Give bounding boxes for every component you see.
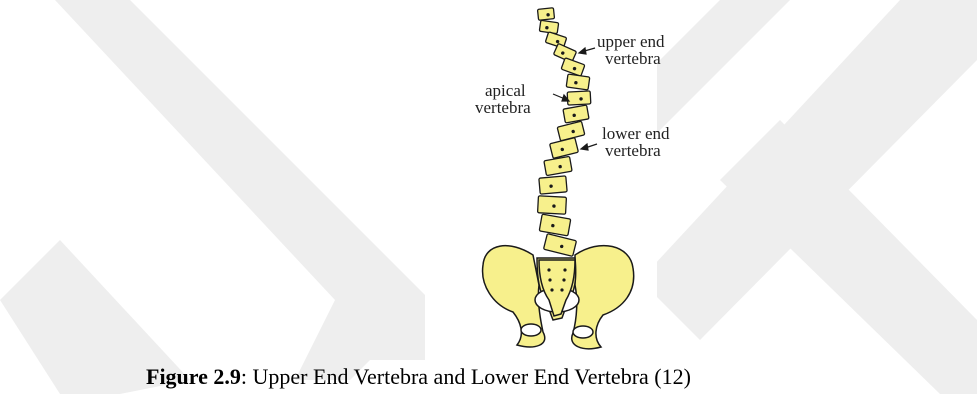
label-apical-line2: vertebra [475, 99, 531, 116]
label-lower-end-line1: lower end [602, 125, 670, 142]
left-obturator-foramen [521, 324, 541, 336]
upper-end-arrowhead [579, 48, 586, 54]
label-lower-end-line2: vertebra [605, 142, 661, 159]
vertebra [538, 196, 567, 214]
right-obturator-foramen [573, 326, 593, 338]
caption-figure-number: Figure 2.9 [146, 364, 241, 389]
vertebra [566, 74, 590, 90]
vertebra [544, 156, 572, 175]
vertebra [544, 234, 577, 257]
vertebra [539, 214, 571, 236]
figure-caption: Figure 2.9: Upper End Vertebra and Lower… [146, 360, 977, 394]
vertebra [561, 58, 585, 76]
pelvis [483, 246, 634, 349]
spine-figure: upper end vertebra apical vertebra lower… [425, 0, 657, 362]
vertebra [537, 8, 554, 21]
label-upper-end-line1: upper end [597, 33, 665, 50]
caption-text: : Upper End Vertebra and Lower End Verte… [241, 364, 691, 389]
vertebra [539, 176, 567, 194]
vertebra [550, 138, 579, 159]
label-apical-line1: apical [485, 82, 526, 99]
vertebral-column [537, 8, 590, 257]
label-upper-end-line2: vertebra [605, 50, 661, 67]
vertebra [563, 105, 589, 123]
vertebra [567, 91, 591, 105]
lower-end-arrowhead [581, 144, 588, 150]
